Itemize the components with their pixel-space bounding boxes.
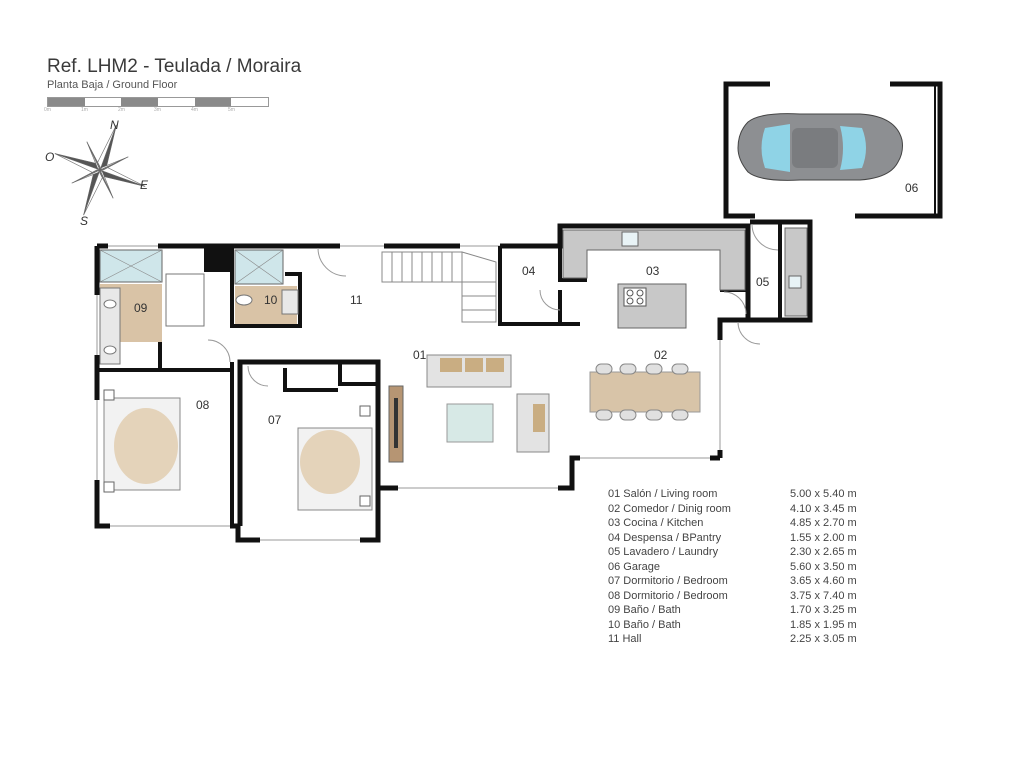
room-label-06: 06 <box>905 181 919 195</box>
legend-room-size: 2.25 x 3.05 m <box>790 633 857 645</box>
legend-room-name: 01 Salón / Living room <box>608 488 718 500</box>
legend-room-size: 5.00 x 5.40 m <box>790 488 857 500</box>
compass-north: N <box>110 118 119 132</box>
legend-room-size: 1.70 x 3.25 m <box>790 604 857 616</box>
room-label-04: 04 <box>522 264 536 278</box>
hall-closet <box>165 273 205 327</box>
legend-room-size: 4.85 x 2.70 m <box>790 517 857 529</box>
scale-segment <box>84 98 122 106</box>
scale-label: 1m <box>81 107 88 113</box>
legend-room-size: 4.10 x 3.45 m <box>790 502 857 515</box>
legend-room-name: 07 Dormitorio / Bedroom <box>608 575 728 587</box>
room-label-10: 10 <box>264 293 278 307</box>
plan-subtitle: Planta Baja / Ground Floor <box>47 79 178 91</box>
room-label-01: 01 <box>413 348 427 362</box>
legend-row: 01 Salón / Living room 5.00 x 5.40 m <box>608 487 868 502</box>
window-glass-lines <box>96 245 721 541</box>
room-label-07: 07 <box>268 413 282 427</box>
compass-west: O <box>45 150 55 164</box>
legend-row: 06 Garage 5.60 x 3.50 m <box>608 560 868 575</box>
structural-column <box>204 248 230 272</box>
legend-room-size: 3.75 x 7.40 m <box>790 589 857 602</box>
scale-segment <box>158 98 195 106</box>
legend-row: 08 Dormitorio / Bedroom 3.75 x 7.40 m <box>608 589 868 604</box>
legend-room-name: 03 Cocina / Kitchen <box>608 517 704 529</box>
legend-room-size: 1.55 x 2.00 m <box>790 531 857 544</box>
legend-room-name: 11 Hall <box>608 633 642 645</box>
legend-room-size: 3.65 x 4.60 m <box>790 575 857 587</box>
legend-room-name: 09 Baño / Bath <box>608 604 681 616</box>
bedroom-08-bed <box>103 389 181 493</box>
scale-segment <box>48 98 85 106</box>
bedroom-07-bed <box>297 405 373 511</box>
scale-label: 4m <box>191 107 198 113</box>
legend-row: 09 Baño / Bath 1.70 x 3.25 m <box>608 603 868 618</box>
bathroom-09-fixtures <box>99 249 163 365</box>
room-label-09: 09 <box>134 301 148 315</box>
legend-row: 02 Comedor / Dinig room 4.10 x 3.45 m <box>608 502 868 517</box>
scale-label: 0m <box>44 107 51 113</box>
living-room-furniture <box>388 354 550 463</box>
compass-rose: N S E O <box>40 110 160 230</box>
kitchen-fixtures <box>562 229 746 329</box>
compass-south: S <box>80 214 89 228</box>
legend-row: 07 Dormitorio / Bedroom 3.65 x 4.60 m <box>608 574 868 589</box>
kitchen-counter <box>562 229 746 291</box>
legend-row: 10 Baño / Bath 1.85 x 1.95 m <box>608 618 868 633</box>
scale-segment <box>231 98 269 106</box>
garage-door-opening <box>755 213 855 219</box>
compass-east: E <box>140 178 149 192</box>
bathroom-10-fixtures <box>234 249 299 324</box>
garage-window <box>770 81 890 87</box>
toilet-icon <box>235 294 253 306</box>
dining-table <box>589 371 701 413</box>
legend-room-name: 05 Lavadero / Laundry <box>608 546 719 558</box>
compass-star-icon <box>54 124 146 216</box>
room-legend: 01 Salón / Living room 5.00 x 5.40 m 02 C… <box>608 487 868 647</box>
dining-set <box>589 363 701 421</box>
car-icon <box>737 113 903 181</box>
legend-room-name: 04 Despensa / BPantry <box>608 531 722 544</box>
garage <box>723 81 943 219</box>
scale-label: 5m <box>228 107 235 113</box>
legend-row: 05 Lavadero / Laundry 2.30 x 2.65 m <box>608 545 868 560</box>
legend-row: 11 Hall 2.25 x 3.05 m <box>608 632 868 647</box>
scale-segment <box>194 98 232 106</box>
room-label-03: 03 <box>646 264 660 278</box>
scale-label: 3m <box>154 107 161 113</box>
legend-row: 04 Despensa / BPantry 1.55 x 2.00 m <box>608 531 868 546</box>
coffee-table <box>446 403 494 443</box>
room-label-02: 02 <box>654 348 668 362</box>
legend-room-name: 08 Dormitorio / Bedroom <box>608 589 728 602</box>
legend-room-size: 2.30 x 2.65 m <box>790 546 857 558</box>
door-swings <box>207 223 779 387</box>
room-label-11: 11 <box>350 293 363 307</box>
vanity <box>99 287 121 365</box>
legend-room-size: 1.85 x 1.95 m <box>790 618 857 631</box>
staircase <box>381 251 497 323</box>
legend-room-name: 06 Garage <box>608 560 660 573</box>
room-label-08: 08 <box>196 398 210 412</box>
room-label-05: 05 <box>756 275 770 289</box>
scale-label: 2m <box>118 107 125 113</box>
plan-title: Ref. LHM2 - Teulada / Moraira <box>47 56 302 77</box>
legend-room-size: 5.60 x 3.50 m <box>790 560 857 573</box>
laundry-fixtures <box>784 227 808 317</box>
scale-labels: 0m 1m 2m 3m 4m 5m <box>44 107 274 117</box>
scale-bar <box>47 97 269 107</box>
legend-room-name: 10 Baño / Bath <box>608 618 681 631</box>
scale-segment <box>121 98 159 106</box>
legend-row: 03 Cocina / Kitchen 4.85 x 2.70 m <box>608 516 868 531</box>
legend-room-name: 02 Comedor / Dinig room <box>608 502 731 515</box>
